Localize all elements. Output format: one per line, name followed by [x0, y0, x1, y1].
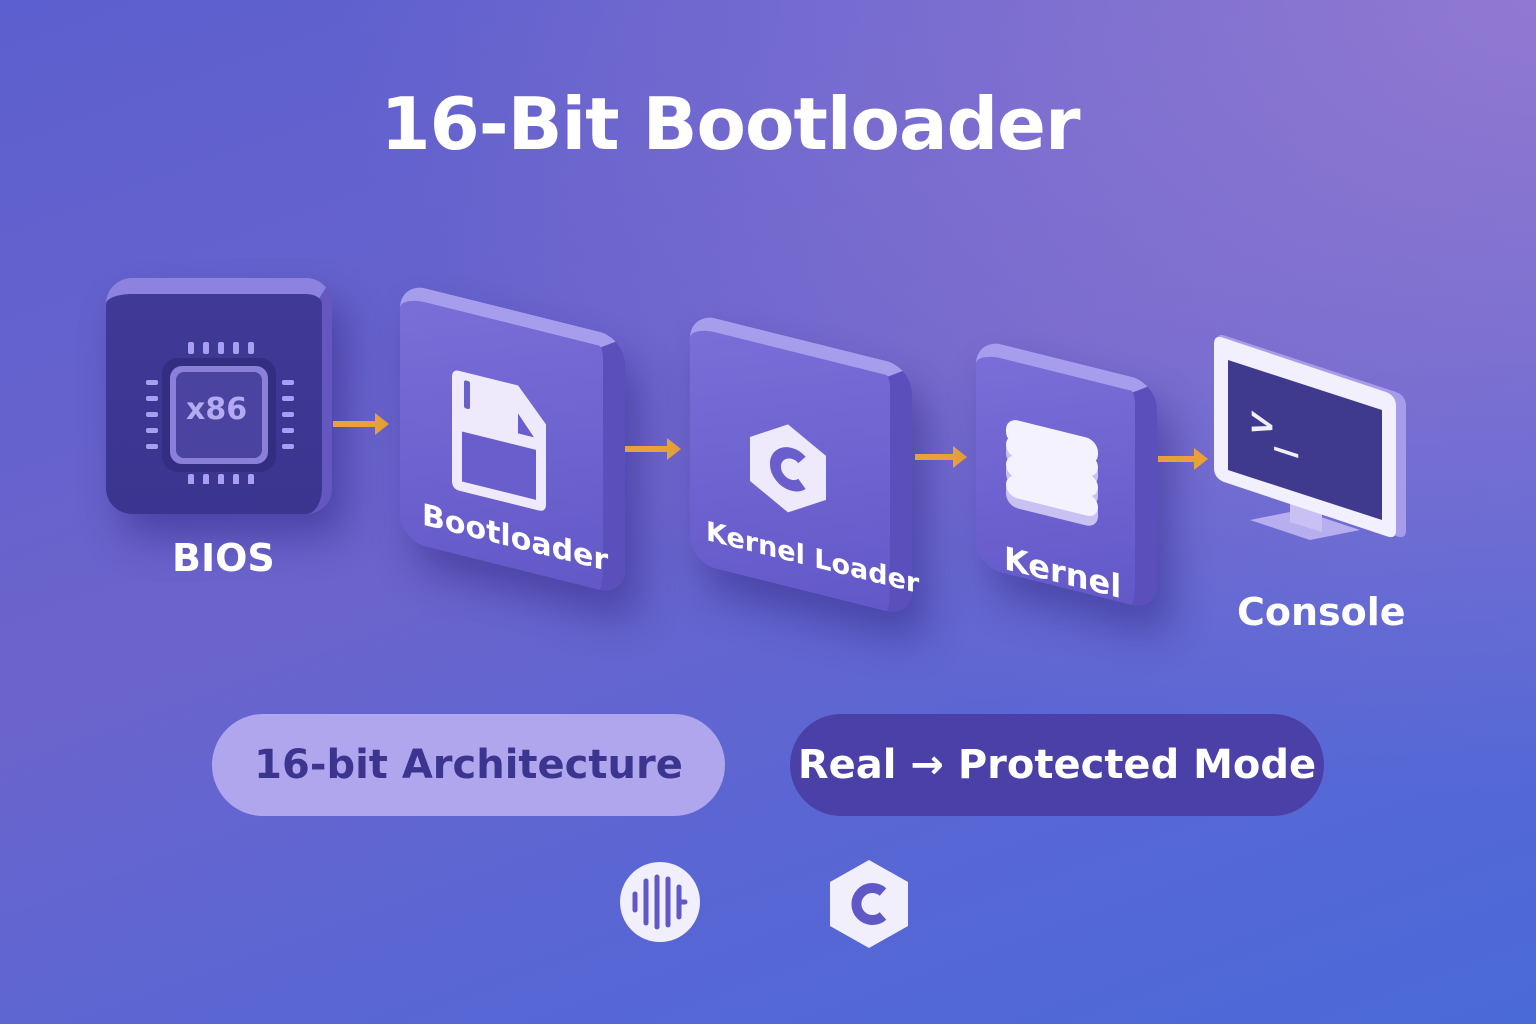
- arrow-icon: [333, 413, 389, 435]
- stage-label-kernel-loader: Kernel Loader: [706, 515, 920, 601]
- floppy-disk-icon: [452, 370, 546, 511]
- layers-stack-icon: [1006, 420, 1098, 526]
- kernel-loader-card: Kernel Loader: [690, 312, 919, 618]
- bios-card: x86: [106, 278, 332, 514]
- architecture-pill: 16-bit Architecture: [212, 714, 725, 816]
- stage-label-kernel: Kernel: [1004, 538, 1122, 607]
- cpu-chip-icon: [146, 342, 294, 484]
- page-title: 16-Bit Bootloader: [380, 82, 1081, 166]
- kernel-card: Kernel: [976, 338, 1157, 612]
- arrow-icon: [625, 438, 681, 460]
- arrow-icon: [915, 446, 967, 468]
- c-language-icon: [830, 860, 908, 948]
- c-language-icon: [750, 424, 826, 513]
- stage-label-bios: BIOS: [172, 536, 275, 580]
- mode-pill: Real → Protected Mode: [790, 714, 1324, 816]
- stage-label-console: Console: [1237, 590, 1406, 634]
- arrow-icon: [1158, 448, 1208, 470]
- stage-label-bootloader: Bootloader: [422, 497, 609, 579]
- bootloader-card: Bootloader: [400, 282, 625, 597]
- chip-label: x86: [186, 392, 248, 427]
- terminal-monitor-icon: >_: [1214, 334, 1406, 540]
- audio-waveform-icon: [620, 862, 700, 942]
